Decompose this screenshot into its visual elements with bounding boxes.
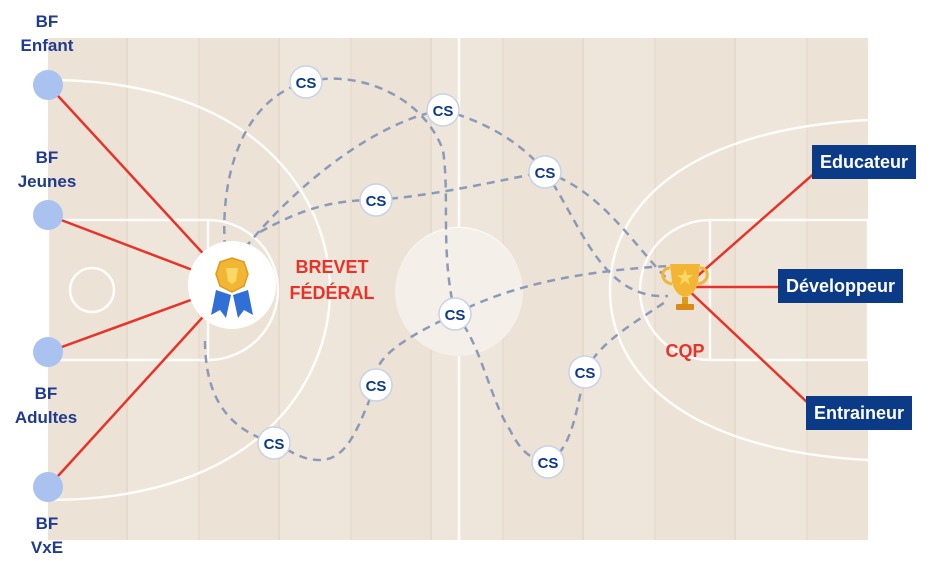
cs-node-7: CS [257, 426, 291, 460]
bf-jeunes-label: BF Jeunes [9, 146, 85, 194]
brevet-line2: FÉDÉRAL [289, 283, 375, 303]
bf-jeunes-line1: BF [35, 148, 59, 167]
bf-adultes-label: BF Adultes [5, 382, 87, 430]
connector-bf-vxe [47, 284, 233, 488]
cs-node-5: CS [438, 297, 472, 331]
cs-node-2: CS [426, 93, 460, 127]
bf-vxe-label: BF VxE [12, 512, 82, 560]
bf-vxe-line1: BF [35, 514, 59, 533]
svg-text:CS: CS [535, 165, 556, 182]
svg-text:CS: CS [366, 193, 387, 210]
cqp-label: CQP [665, 341, 705, 361]
svg-text:CS: CS [538, 455, 559, 472]
connector-educateur [684, 169, 819, 288]
cs-node-8: CS [568, 355, 602, 389]
cs-node-4: CS [359, 183, 393, 217]
connector-entraineur [684, 286, 811, 406]
bf-jeunes-circle [33, 200, 63, 230]
connector-bf-enfant [47, 84, 233, 286]
bf-adultes-line2: Adultes [14, 408, 78, 427]
brevet-federal-label: BREVET FÉDÉRAL [282, 254, 382, 306]
cs-nodes: CS CS CS CS CS CS CS CS CS [257, 65, 602, 479]
bf-enfant-circle [33, 70, 63, 100]
svg-text:CS: CS [296, 75, 317, 92]
svg-text:CS: CS [433, 103, 454, 120]
bf-adultes-circle [33, 337, 63, 367]
bf-circles [33, 70, 63, 502]
brevet-line1: BREVET [295, 257, 369, 277]
bf-adultes-line1: BF [34, 384, 58, 403]
red-connectors [47, 84, 819, 488]
bf-enfant-label: BF Enfant [12, 10, 82, 58]
bf-jeunes-line2: Jeunes [17, 172, 77, 191]
center-ball-circle [395, 228, 523, 356]
bf-enfant-line2: Enfant [20, 36, 74, 55]
dashed-paths [203, 77, 669, 464]
bf-vxe-line2: VxE [30, 538, 64, 557]
cs-node-1: CS [289, 65, 323, 99]
bf-vxe-circle [33, 472, 63, 502]
svg-text:CS: CS [366, 378, 387, 395]
cs-node-6: CS [359, 368, 393, 402]
bf-enfant-line1: BF [35, 12, 59, 31]
svg-text:CS: CS [264, 436, 285, 453]
job-educateur: Educateur [812, 145, 917, 179]
medal-ribbon-icon [188, 241, 276, 329]
cs-node-3: CS [528, 155, 562, 189]
job-developpeur: Développeur [778, 269, 904, 303]
trophy-icon [661, 264, 709, 310]
svg-text:CS: CS [575, 365, 596, 382]
svg-text:CS: CS [445, 307, 466, 324]
job-entraineur: Entraineur [806, 396, 913, 430]
cs-node-9: CS [531, 445, 565, 479]
